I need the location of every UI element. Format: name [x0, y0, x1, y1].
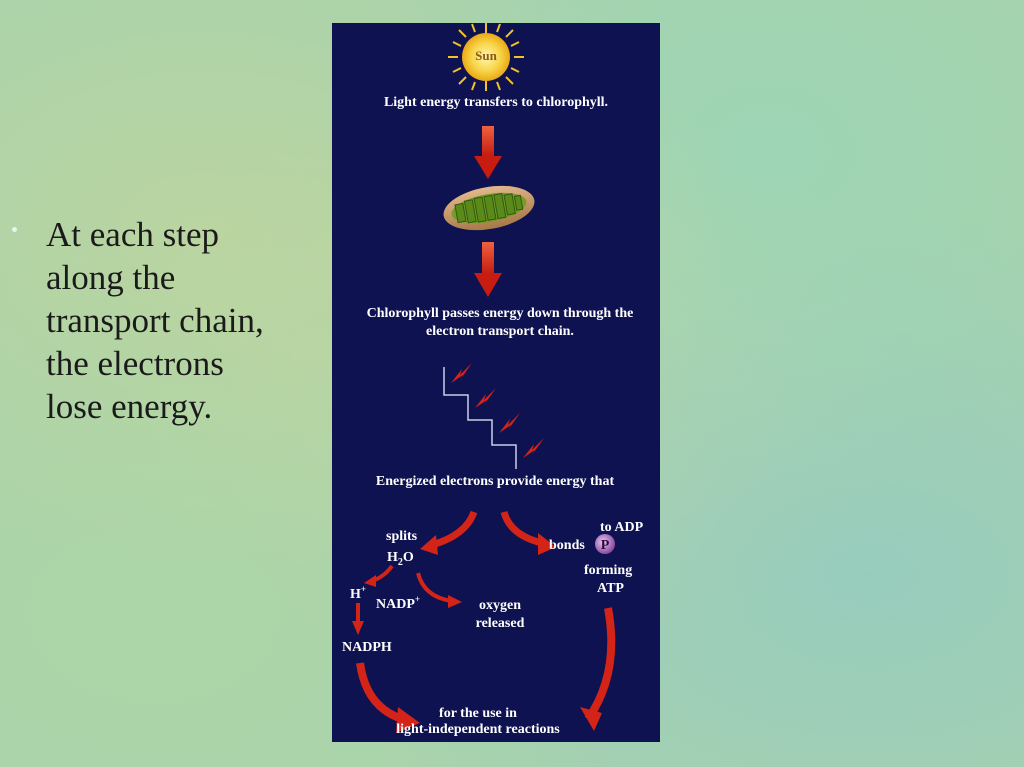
to-adp-label: to ADP	[600, 520, 644, 535]
bullet-line: along the	[46, 258, 176, 297]
released-label: released	[476, 616, 525, 631]
bullet-text: At each step along the transport chain, …	[46, 213, 322, 428]
bullet-line: At each step	[46, 215, 219, 254]
sun-label: Sun	[475, 48, 497, 63]
bullet-dot-icon	[12, 227, 17, 232]
water-to-hplus-arrow-icon	[364, 564, 394, 587]
photosynthesis-diagram-panel: Sun Light energy transfers to chlorophyl…	[332, 23, 660, 742]
atp-label: ATP	[597, 581, 624, 596]
water-to-oxygen-arrow-icon	[416, 572, 462, 608]
nadph-to-reactions-arrow-icon	[356, 662, 420, 733]
phosphate-label: P	[601, 538, 610, 553]
bullet-line: transport chain,	[46, 301, 264, 340]
curved-arrow-right-icon	[500, 510, 556, 555]
sun-icon	[448, 23, 524, 91]
splits-label: splits	[386, 529, 418, 544]
step-energized-electrons-label: Energized electrons provide energy that	[376, 474, 615, 489]
oxygen-label: oxygen	[479, 598, 521, 613]
bullet-line: the electrons	[46, 344, 224, 383]
final-label-line2: light-independent reactions	[396, 722, 560, 737]
phosphate-icon	[595, 534, 615, 554]
down-arrow-icon	[474, 126, 502, 179]
curved-arrow-left-icon	[420, 510, 478, 555]
final-label-line1: for the use in	[439, 706, 517, 721]
water-formula: H2O	[387, 550, 414, 568]
bonds-label: bonds	[549, 538, 585, 553]
nadp-label: NADP+	[376, 594, 420, 612]
bullet-line: lose energy.	[46, 387, 213, 426]
hplus-label: H+	[350, 584, 366, 602]
chloroplast-icon	[443, 185, 535, 231]
down-arrow-icon	[474, 242, 502, 297]
step-chlorophyll-label-line2: electron transport chain.	[426, 324, 574, 339]
atp-to-reactions-arrow-icon	[580, 607, 616, 731]
step-chlorophyll-label-line1: Chlorophyll passes energy down through t…	[367, 306, 634, 321]
step-light-energy-label: Light energy transfers to chlorophyll.	[384, 95, 608, 110]
hplus-to-nadph-arrow-icon	[352, 603, 364, 635]
bullet-point: At each step along the transport chain, …	[12, 213, 322, 428]
electron-transport-staircase-icon	[443, 363, 544, 469]
nadph-label: NADPH	[342, 640, 392, 655]
forming-label: forming	[584, 563, 632, 578]
